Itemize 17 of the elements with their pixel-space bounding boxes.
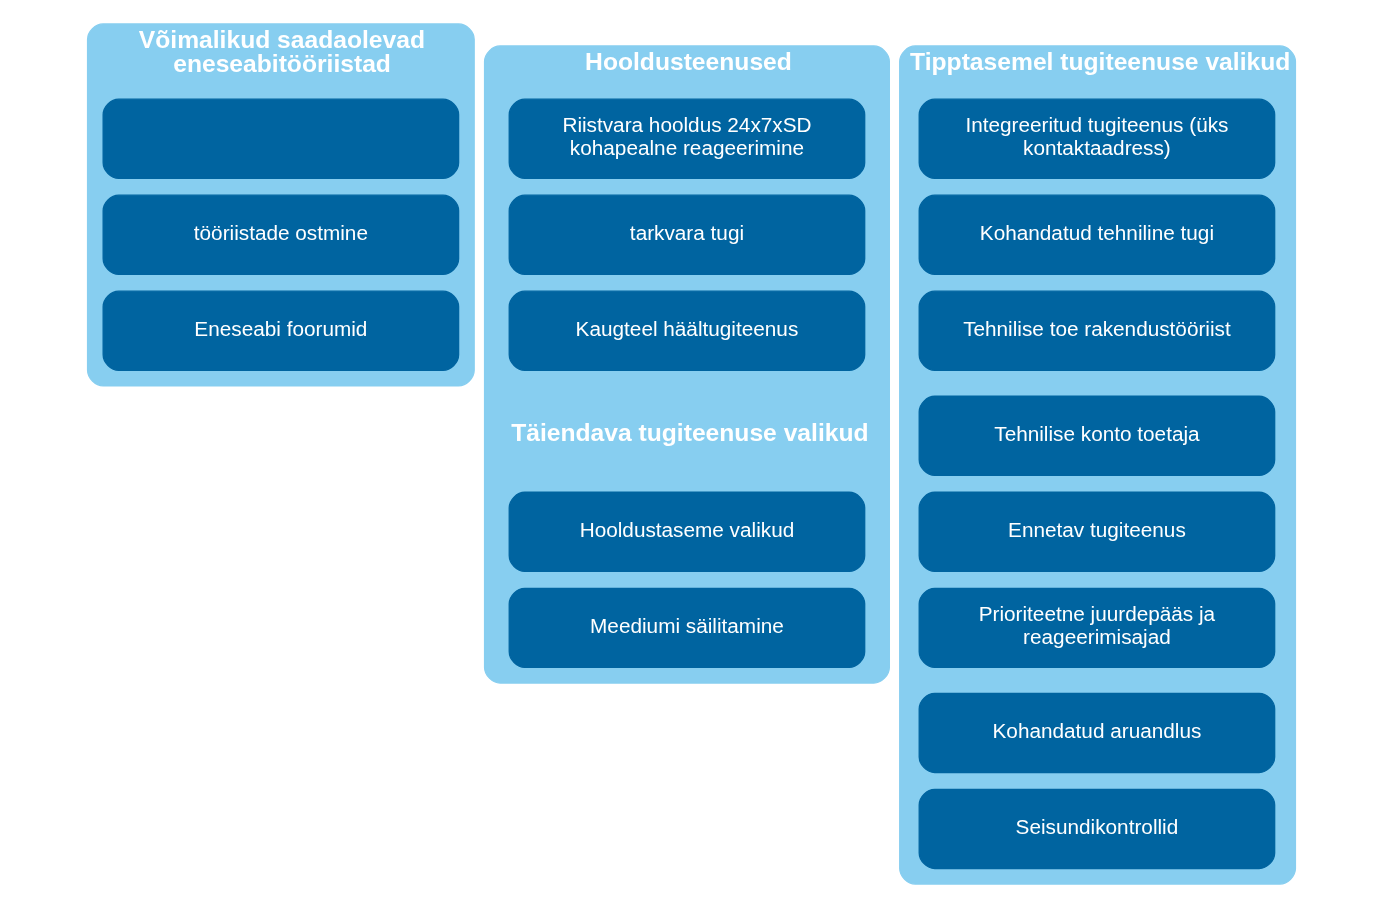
node-box: Hooldustaseme valikud: [508, 491, 866, 573]
node-box: Kohandatud aruandlus: [918, 692, 1276, 774]
node-box: Ennetav tugiteenus: [918, 491, 1276, 573]
node-box: Kaugteel häältugiteenus: [508, 290, 866, 371]
node-box: Kohandatud tehniline tugi: [918, 194, 1276, 275]
node-box: Prioriteetne juurdepääs ja reageerimisajad: [918, 587, 1276, 669]
node-box: Tehnilise toe rakendustööriist: [918, 290, 1276, 371]
node-box: Integreeritud tugiteenus (üks kontaktaadress): [918, 98, 1276, 179]
node-box: Tehnilise konto toetaja: [918, 395, 1276, 477]
node-box: tarkvara tugi: [508, 194, 866, 275]
node-box: Seisundikontrollid: [918, 788, 1276, 870]
label: Täiendava tugiteenuse valikud: [511, 418, 869, 446]
node-box: Eneseabi foorumid: [102, 290, 460, 371]
node-box: [102, 98, 460, 179]
node-box: tööriistade ostmine: [102, 194, 460, 275]
node-box: Meediumi säilitamine: [508, 587, 866, 669]
node-box: Riistvara hooldus 24x7xSD kohapealne reageerimine: [508, 98, 866, 179]
